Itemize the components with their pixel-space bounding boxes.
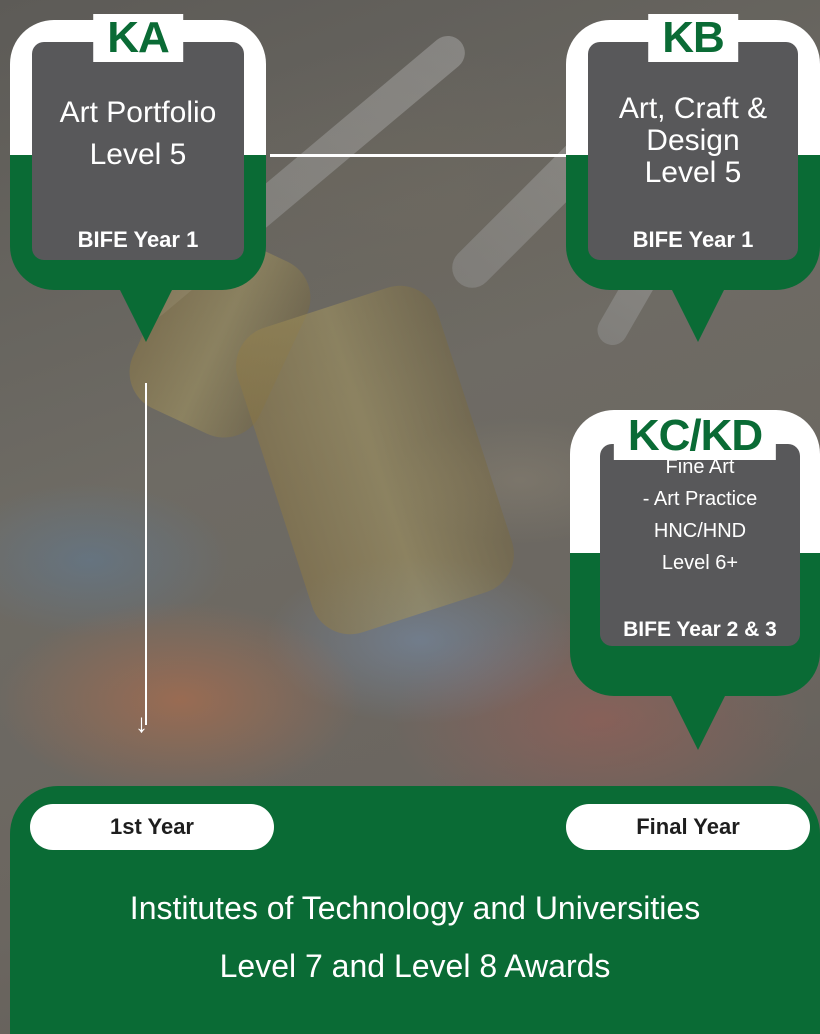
card-pointer: [116, 282, 176, 342]
card-code: KB: [648, 14, 738, 62]
card-line2: - Art Practice: [642, 488, 758, 510]
down-arrow-icon: ↓: [135, 708, 148, 738]
card-title-line2: Design: [646, 124, 740, 157]
card-pointer: [668, 282, 728, 342]
card-level: Level 5: [89, 138, 187, 171]
card-kckd: Fine Art - Art Practice HNC/HND Level 6+…: [570, 410, 820, 696]
card-body: Art Portfolio Level 5 BIFE Year 1: [32, 42, 244, 260]
connector-line: [270, 154, 580, 157]
card-line3: HNC/HND: [653, 520, 747, 542]
final-year-badge: Final Year: [566, 804, 810, 850]
first-year-badge: 1st Year: [30, 804, 274, 850]
card-year: BIFE Year 2 & 3: [623, 618, 777, 641]
destination-panel: 1st Year Final Year Institutes of Techno…: [10, 786, 820, 1034]
card-body: Fine Art - Art Practice HNC/HND Level 6+…: [600, 444, 800, 646]
arrow-line: [145, 383, 147, 725]
card-line1: Fine Art: [665, 456, 735, 478]
card-ka: Art Portfolio Level 5 BIFE Year 1 KA: [10, 14, 266, 290]
destination-line2: Level 7 and Level 8 Awards: [219, 948, 611, 984]
card-code: KC/KD: [613, 412, 777, 460]
card-line4: Level 6+: [661, 552, 739, 574]
destination-line1: Institutes of Technology and Universitie…: [129, 890, 701, 926]
card-title-line1: Art, Craft &: [618, 92, 768, 125]
paint-brush: [225, 275, 525, 645]
card-code: KA: [93, 14, 183, 62]
card-body: Art, Craft & Design Level 5 BIFE Year 1: [588, 42, 798, 260]
card-year: BIFE Year 1: [632, 227, 754, 252]
card-level: Level 5: [644, 156, 742, 189]
card-title: Art Portfolio: [59, 96, 217, 129]
card-kb: Art, Craft & Design Level 5 BIFE Year 1 …: [566, 14, 820, 290]
card-year: BIFE Year 1: [77, 227, 199, 252]
card-pointer: [668, 690, 728, 750]
